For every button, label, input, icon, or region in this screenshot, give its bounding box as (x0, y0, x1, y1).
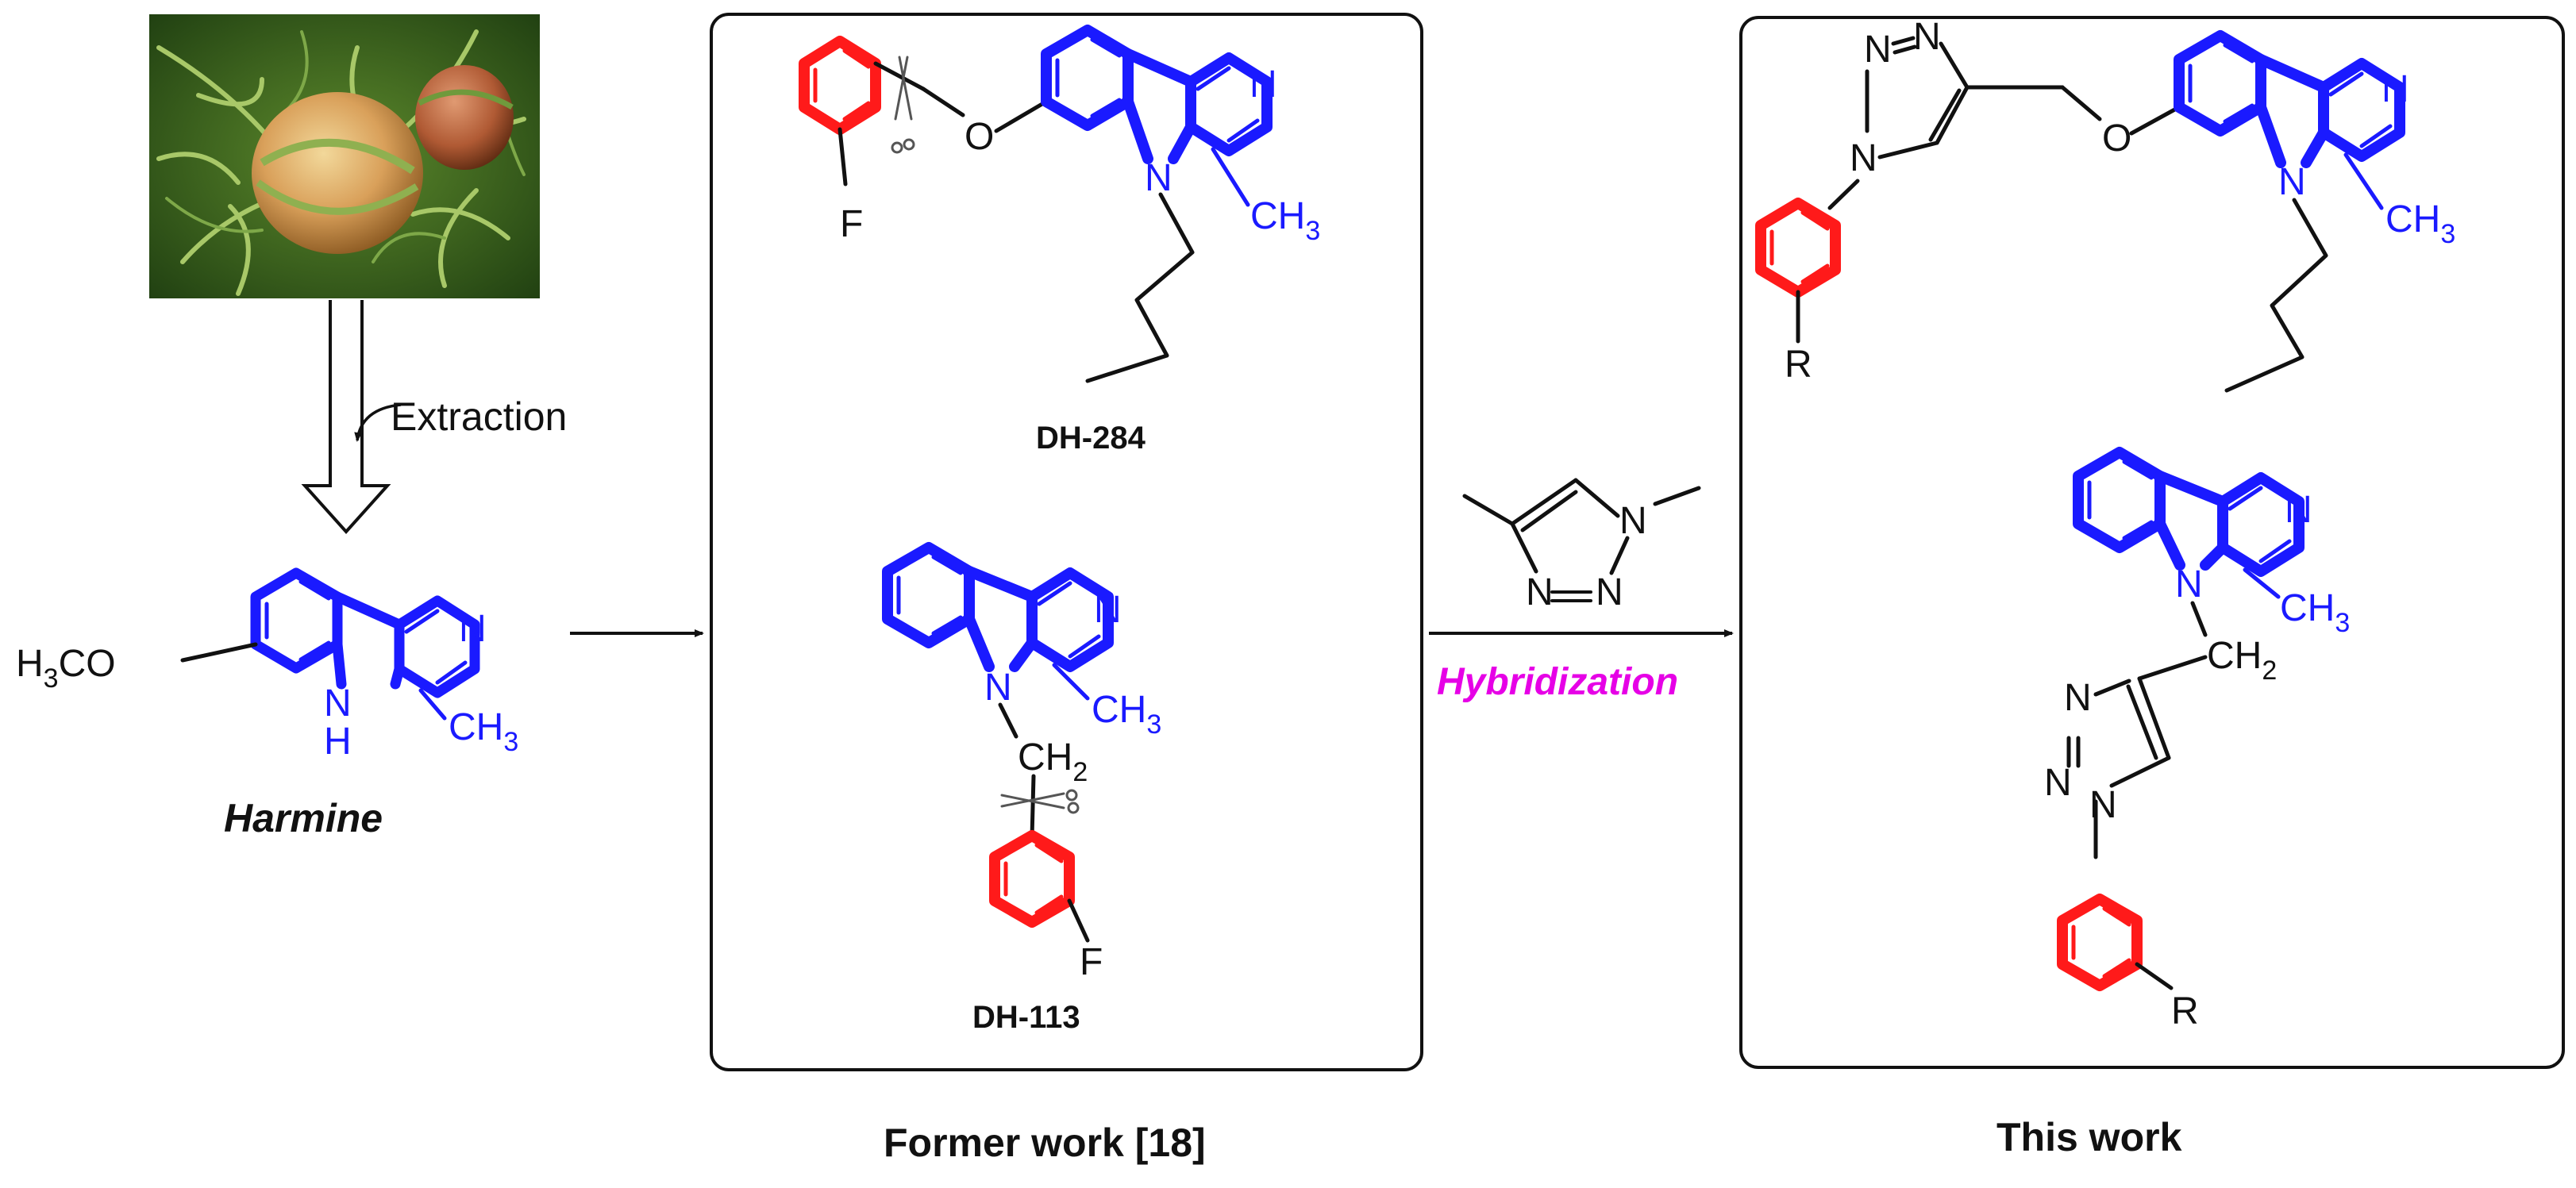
harmine-indole-h: H (324, 721, 352, 763)
reagent-triazole: N N N (1462, 478, 1701, 613)
dh-284-pyridine-n: N (1249, 63, 1277, 106)
bottom-indole-n: N (2175, 563, 2203, 606)
top-methyl: CH3 (2385, 198, 2455, 249)
top-pyridine-n: N (2382, 68, 2409, 110)
extraction-arrow: Extraction (301, 300, 567, 534)
dh-284-structure: O F N N CH3 DH-284 (799, 25, 1320, 456)
dh-284-fluorine: F (840, 203, 863, 245)
harmine-name: Harmine (224, 796, 383, 840)
harmine-structure: H3CO N N H CH3 Harmine (16, 567, 518, 840)
bottom-r-group: R (2171, 990, 2199, 1032)
dh-113-indole-n: N (984, 667, 1012, 709)
top-triazole-n-b: N (1913, 16, 1941, 58)
dh-284-indole-n: N (1145, 157, 1172, 199)
bottom-triazole-n-b: N (2044, 762, 2072, 804)
bottom-methylene: CH2 (2207, 635, 2277, 686)
extraction-label: Extraction (391, 394, 567, 439)
reagent-n1: N (1619, 500, 1647, 542)
harmine-methyl: CH3 (449, 706, 518, 757)
this-work-caption: This work (1996, 1115, 2182, 1159)
top-triazole-n-c: N (1850, 137, 1877, 179)
this-work-box (1739, 16, 2565, 1069)
harmine-pyridine-n: N (459, 608, 487, 650)
dh-113-fluorine: F (1080, 941, 1103, 983)
bottom-triazole-n-a: N (2064, 677, 2092, 719)
top-indole-n: N (2278, 161, 2306, 203)
bottom-pyridine-n: N (2285, 489, 2312, 531)
dh-284-oxygen: O (965, 116, 994, 158)
dh-113-structure: N N CH3 CH2 F DH-113 (882, 542, 1161, 1035)
bottom-methyl: CH3 (2280, 587, 2350, 638)
dh-284-methyl: CH3 (1250, 195, 1320, 246)
top-r-group: R (1785, 344, 1812, 386)
this-work-bottom-structure: N N CH3 CH2 N N N R (2044, 447, 2350, 1032)
former-work-box (710, 13, 1423, 1071)
dh-113-pyridine-n: N (1094, 589, 1122, 631)
harmine-indole-n: N (324, 682, 352, 725)
harmine-methoxy: H3CO (16, 643, 116, 694)
harmal-plant-photo (149, 14, 540, 298)
top-oxygen: O (2102, 117, 2131, 160)
dh-113-methylene: CH2 (1018, 736, 1088, 787)
dh-113-methyl: CH3 (1092, 689, 1161, 740)
dh-113-label: DH-113 (972, 1000, 1080, 1035)
dh-284-label: DH-284 (1036, 421, 1146, 456)
top-triazole-n-a: N (1864, 29, 1892, 71)
reagent-n2: N (1596, 571, 1623, 613)
former-work-caption: Former work [18] (884, 1121, 1206, 1165)
bottom-triazole-n-c: N (2089, 784, 2117, 826)
hybridization-label: Hybridization (1437, 661, 1678, 703)
this-work-top-structure: N N N O R (1755, 16, 2455, 393)
reagent-n3: N (1526, 571, 1554, 613)
